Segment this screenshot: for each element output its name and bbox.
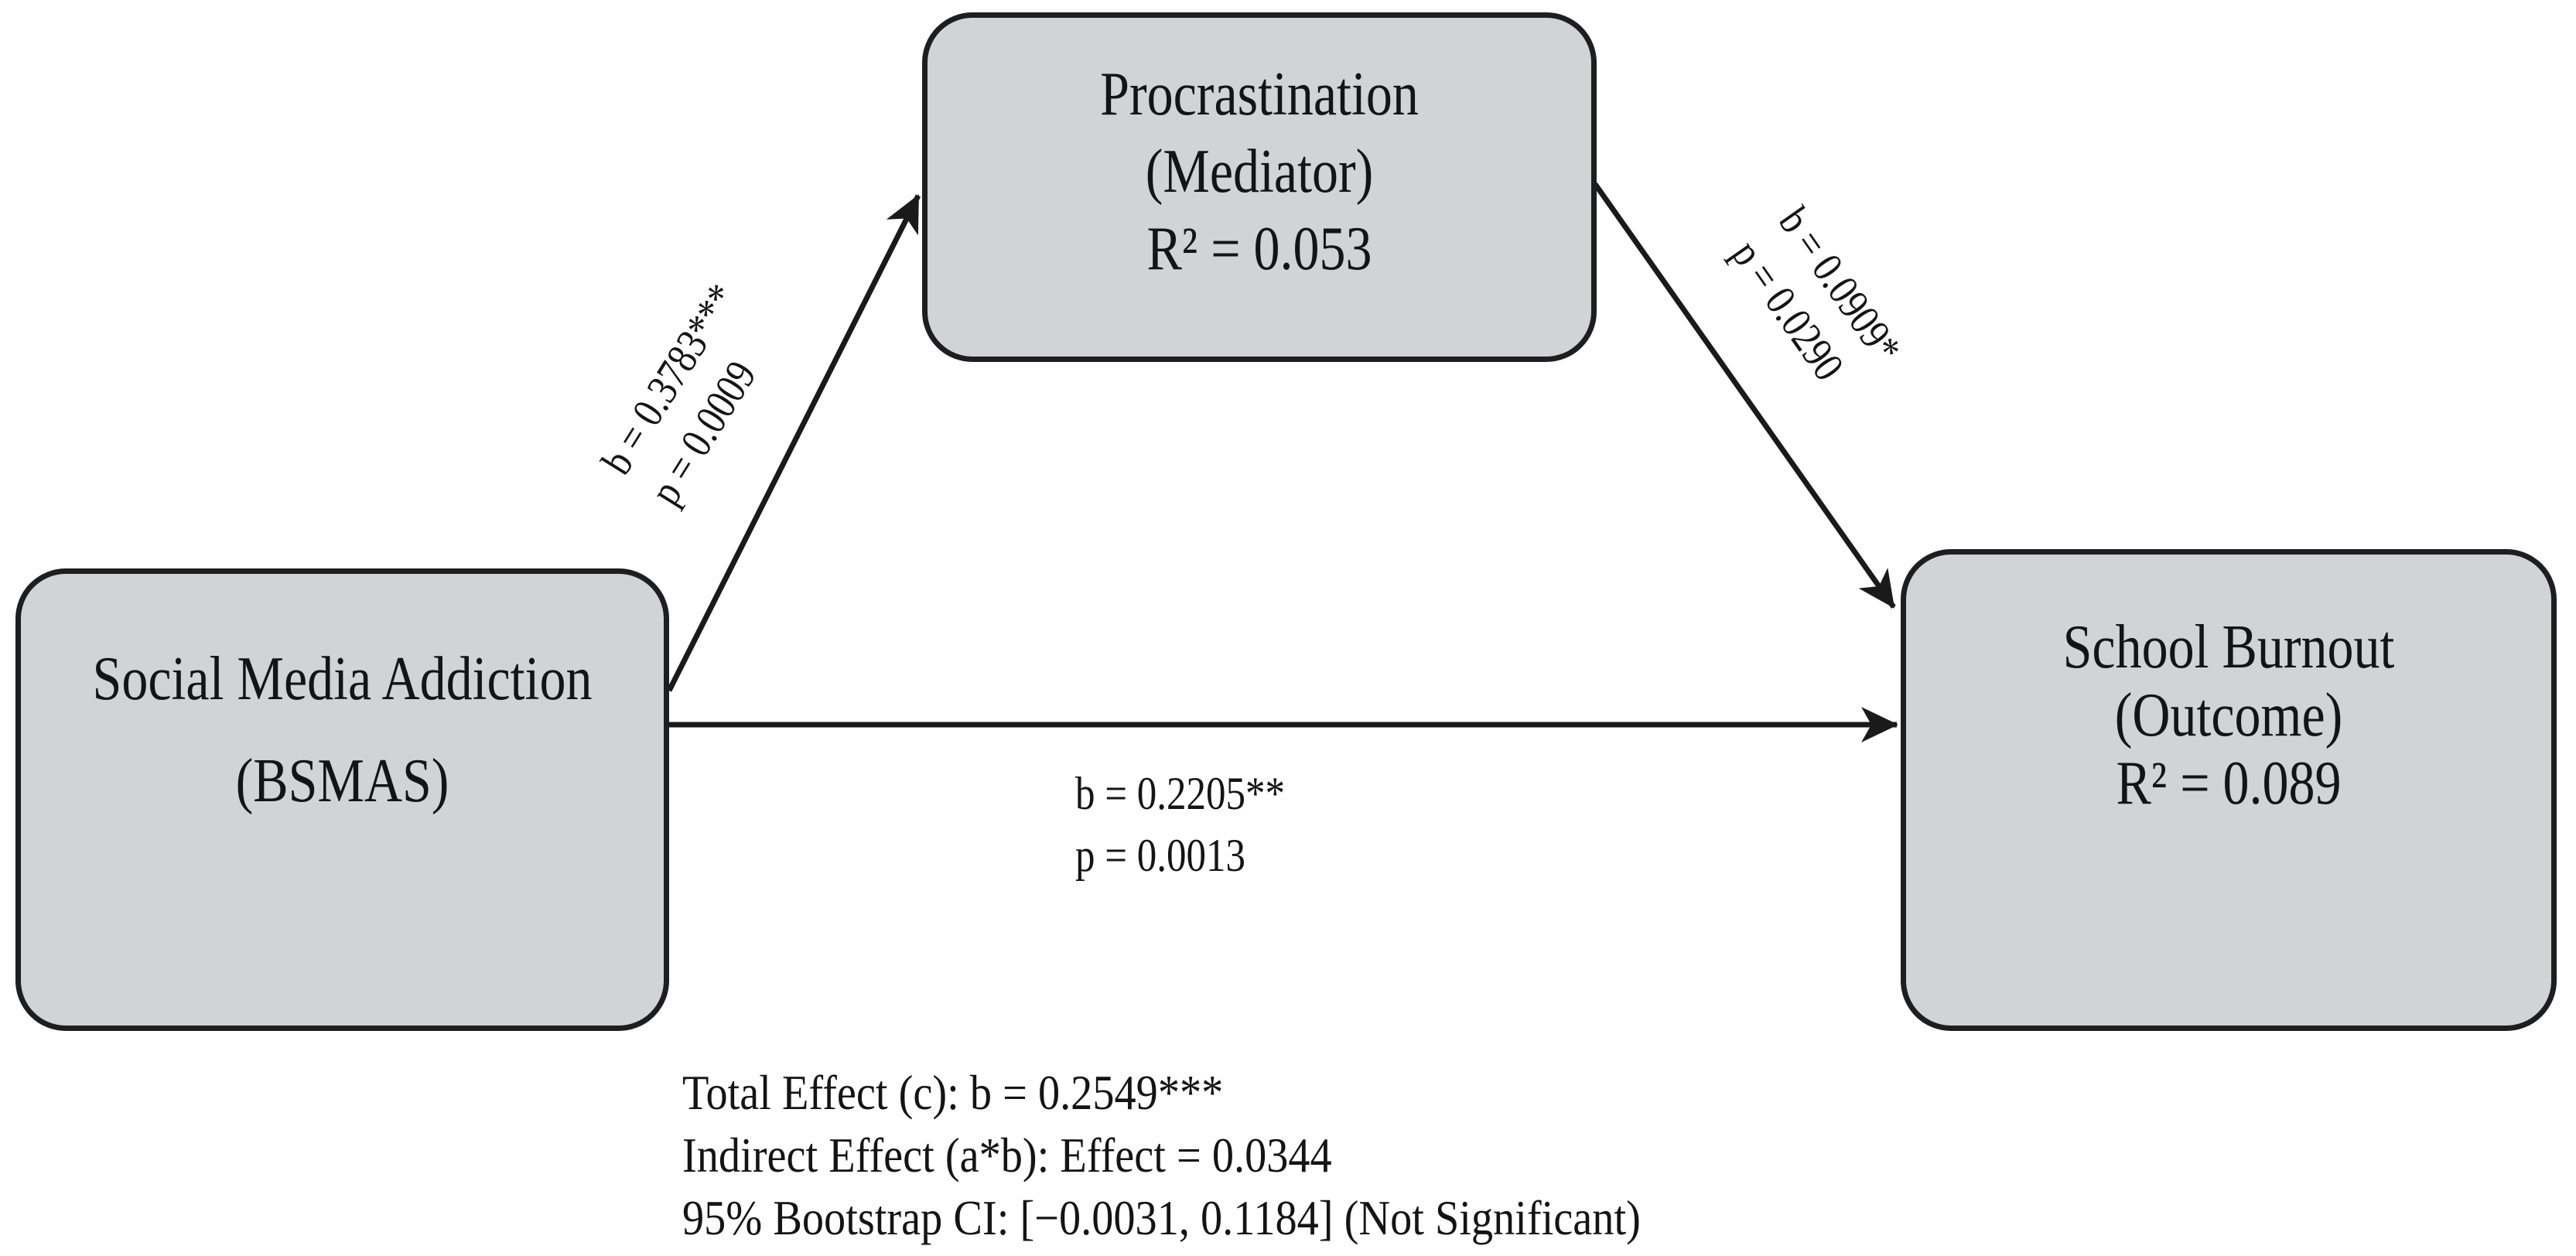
predictor-subtitle: (BSMAS) (235, 747, 449, 815)
mediator-node: Procrastination (Mediator) R² = 0.053 (922, 12, 1597, 362)
predictor-node-text: Social Media Addiction (BSMAS) (69, 574, 615, 832)
indirect-effect-line: Indirect Effect (a*b): Effect = 0.0344 (682, 1128, 1332, 1183)
outcome-node-text: School Burnout (Outcome) R² = 0.089 (1955, 555, 2503, 817)
path-c-coefficient: b = 0.2205** (1075, 768, 1286, 819)
predictor-node: Social Media Addiction (BSMAS) (15, 568, 669, 1031)
path-c-direct-label: b = 0.2205** p = 0.0013 (1075, 763, 1285, 886)
path-b-arrow (1593, 182, 1896, 609)
outcome-r-squared: R² = 0.089 (2116, 749, 2342, 817)
outcome-title: School Burnout (2062, 613, 2395, 681)
path-c-p-value: p = 0.0013 (1075, 830, 1246, 881)
mediator-subtitle: (Mediator) (1145, 138, 1374, 206)
bootstrap-ci-line: 95% Bootstrap CI: [−0.0031, 0.1184] (Not… (682, 1190, 1641, 1245)
mediator-title: Procrastination (1100, 60, 1419, 128)
total-effect-line: Total Effect (c): b = 0.2549*** (682, 1065, 1224, 1120)
mediator-node-text: Procrastination (Mediator) R² = 0.053 (977, 18, 1541, 288)
effects-summary: Total Effect (c): b = 0.2549*** Indirect… (682, 1061, 1641, 1249)
outcome-subtitle: (Outcome) (2114, 681, 2343, 749)
outcome-node: School Burnout (Outcome) R² = 0.089 (1901, 549, 2557, 1031)
path-a-arrow (666, 194, 921, 692)
mediator-r-squared: R² = 0.053 (1146, 215, 1372, 283)
predictor-title: Social Media Addiction (92, 645, 593, 713)
